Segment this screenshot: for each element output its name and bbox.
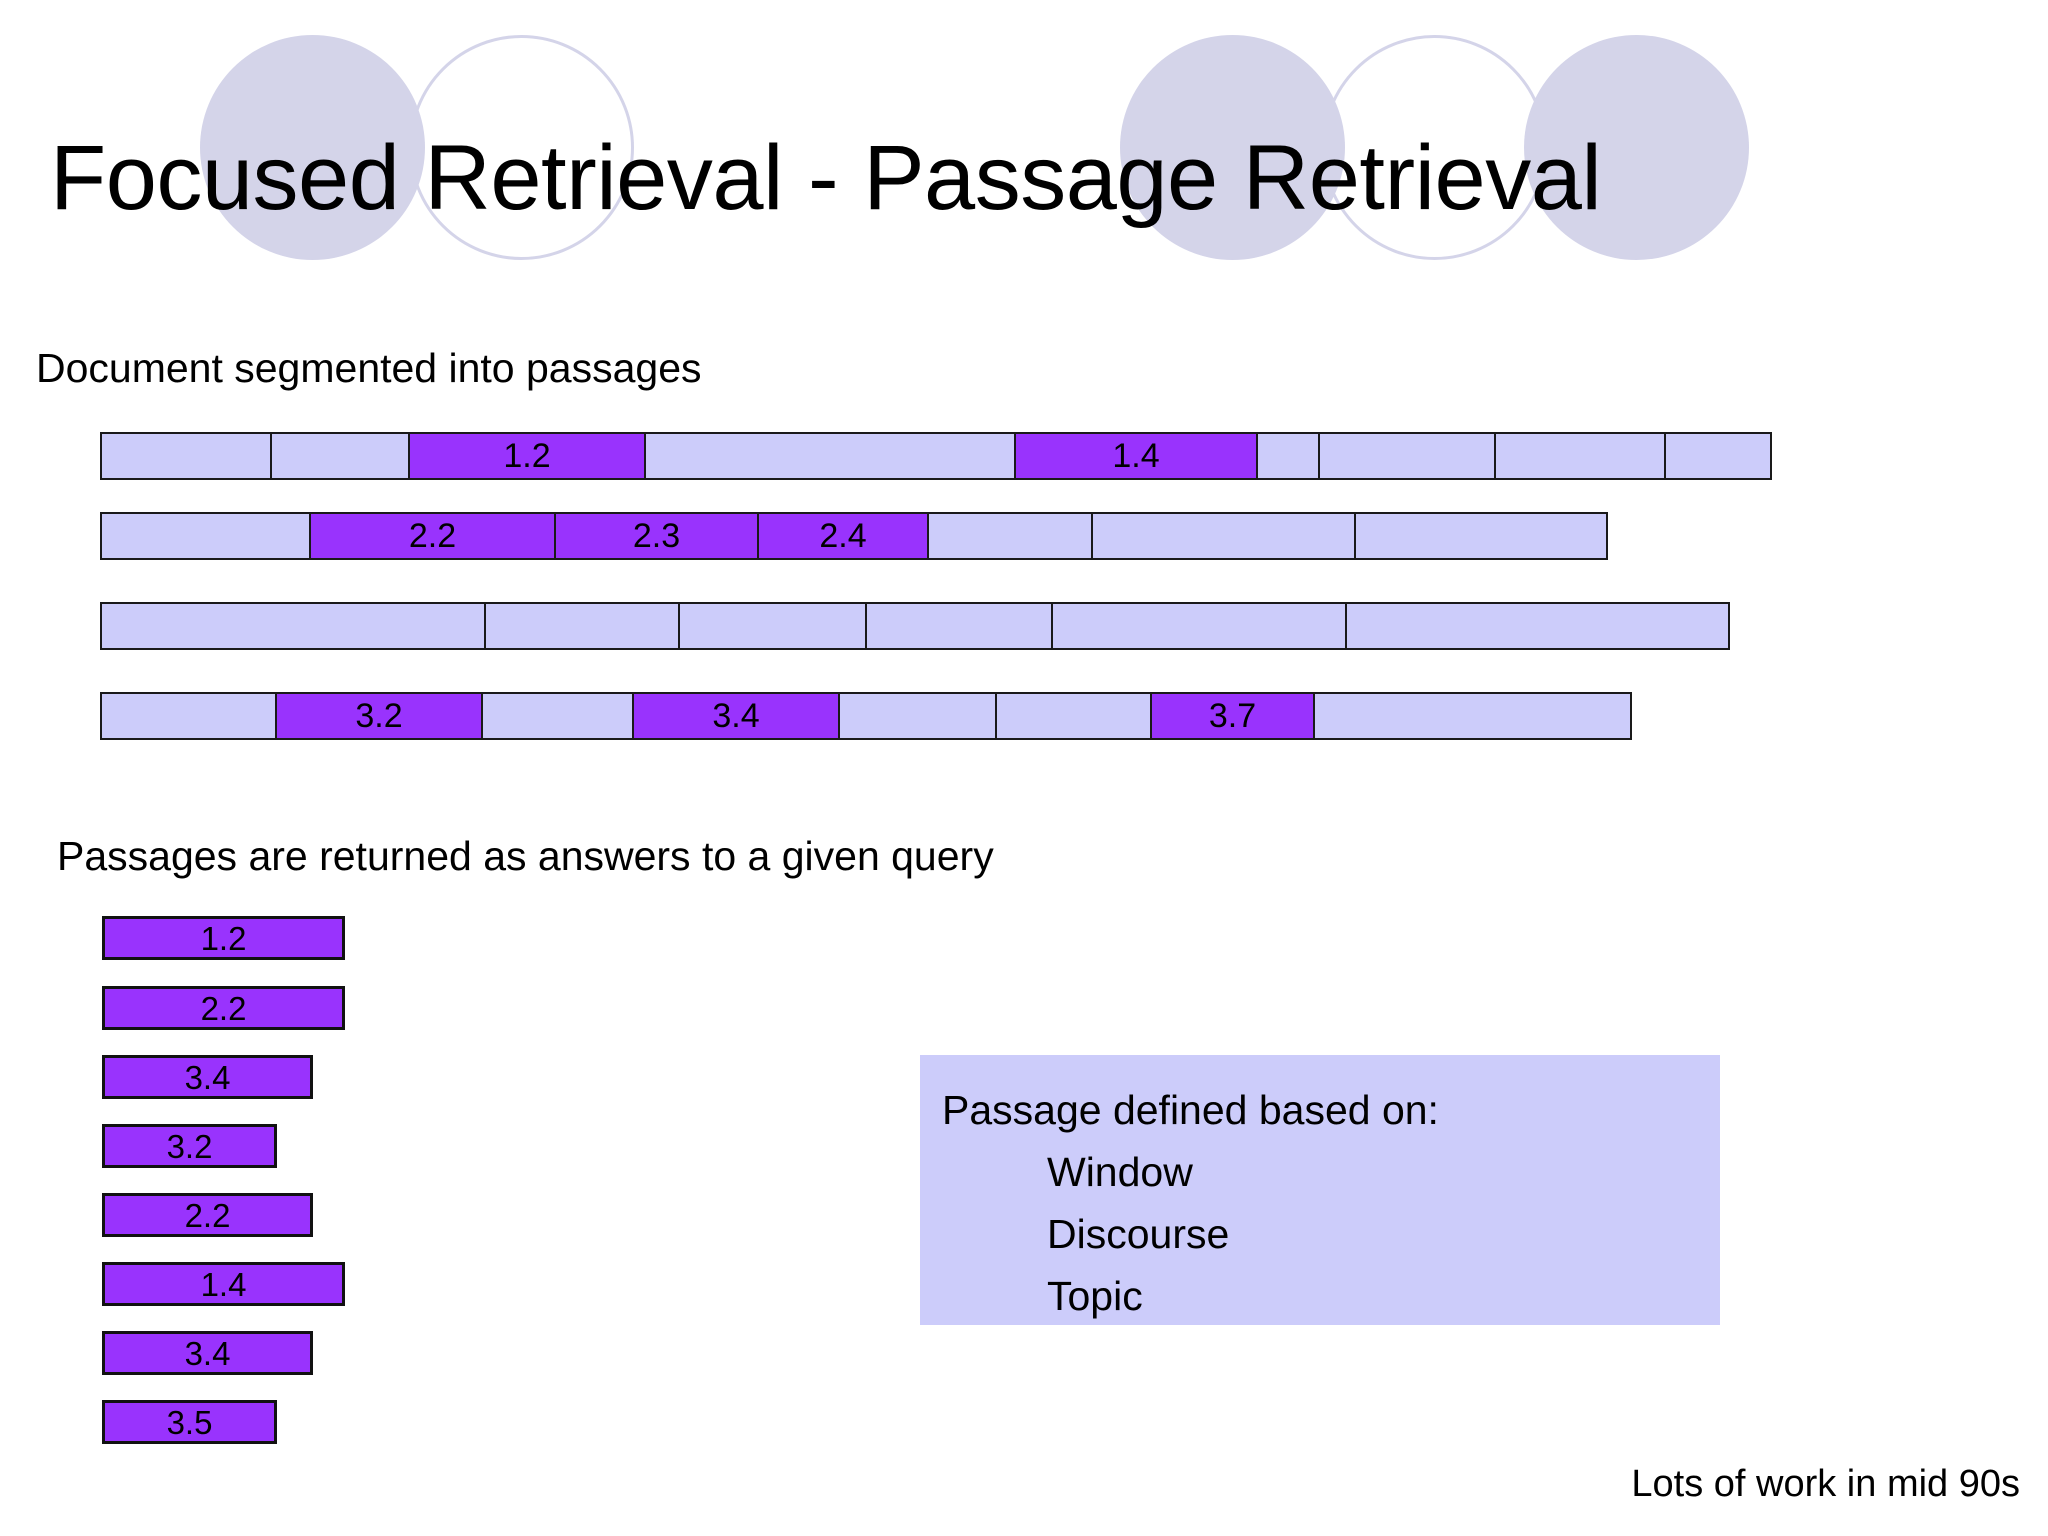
retrieved-passage-item: 1.2 bbox=[102, 916, 345, 960]
passage-definition-item-topic: Topic bbox=[1047, 1273, 1143, 1319]
passage-segment-highlighted: 1.2 bbox=[408, 432, 646, 480]
retrieved-passage-item: 3.2 bbox=[102, 1124, 277, 1168]
page-title: Focused Retrieval - Passage Retrieval bbox=[50, 127, 1602, 229]
passage-segment bbox=[1318, 432, 1496, 480]
passage-segment bbox=[100, 602, 486, 650]
passage-definition-heading: Passage defined based on: bbox=[942, 1087, 1439, 1133]
decor-circle-2-icon bbox=[409, 35, 634, 260]
caption-document-segmented: Document segmented into passages bbox=[36, 345, 702, 391]
passage-definition-item-discourse: Discourse bbox=[1047, 1211, 1230, 1257]
passage-segment bbox=[1051, 602, 1347, 650]
passage-segment bbox=[100, 432, 272, 480]
passage-segment-highlighted: 3.2 bbox=[275, 692, 483, 740]
decor-circle-5-icon bbox=[1524, 35, 1749, 260]
passage-segment-highlighted: 2.3 bbox=[554, 512, 759, 560]
passage-segment bbox=[1313, 692, 1632, 740]
retrieved-passage-item: 1.4 bbox=[102, 1262, 345, 1306]
retrieved-passage-item: 3.5 bbox=[102, 1400, 277, 1444]
document-row-3 bbox=[100, 602, 1730, 650]
caption-passages-returned: Passages are returned as answers to a gi… bbox=[57, 833, 994, 879]
passage-segment bbox=[865, 602, 1053, 650]
passage-segment bbox=[270, 432, 410, 480]
passage-segment-highlighted: 2.4 bbox=[757, 512, 929, 560]
decor-circle-3-icon bbox=[1120, 35, 1345, 260]
passage-segment bbox=[1664, 432, 1772, 480]
decor-circle-1-icon bbox=[200, 35, 425, 260]
passage-segment bbox=[644, 432, 1016, 480]
document-row-1: 1.2 1.4 bbox=[100, 432, 1772, 480]
passage-segment bbox=[927, 512, 1093, 560]
passage-definition-box: Passage defined based on: Window Discour… bbox=[920, 1055, 1720, 1325]
passage-segment-highlighted: 3.4 bbox=[632, 692, 840, 740]
retrieved-passage-item: 3.4 bbox=[102, 1055, 313, 1099]
passage-segment bbox=[100, 692, 277, 740]
passage-segment bbox=[1256, 432, 1320, 480]
passage-segment bbox=[481, 692, 634, 740]
passage-segment bbox=[1091, 512, 1356, 560]
passage-definition-item-window: Window bbox=[1047, 1149, 1193, 1195]
footer-note: Lots of work in mid 90s bbox=[1631, 1463, 2020, 1505]
passage-segment bbox=[838, 692, 997, 740]
retrieved-passage-item: 2.2 bbox=[102, 1193, 313, 1237]
retrieved-passage-item: 2.2 bbox=[102, 986, 345, 1030]
passage-segment-highlighted: 1.4 bbox=[1014, 432, 1258, 480]
passage-segment-highlighted: 2.2 bbox=[309, 512, 556, 560]
retrieved-passage-item: 3.4 bbox=[102, 1331, 313, 1375]
passage-segment-highlighted: 3.7 bbox=[1150, 692, 1315, 740]
passage-segment bbox=[100, 512, 311, 560]
passage-segment bbox=[484, 602, 680, 650]
passage-segment bbox=[1494, 432, 1666, 480]
passage-segment bbox=[678, 602, 867, 650]
passage-segment bbox=[995, 692, 1152, 740]
document-row-4: 3.2 3.4 3.7 bbox=[100, 692, 1632, 740]
passage-segment bbox=[1354, 512, 1608, 560]
passage-segment bbox=[1345, 602, 1730, 650]
